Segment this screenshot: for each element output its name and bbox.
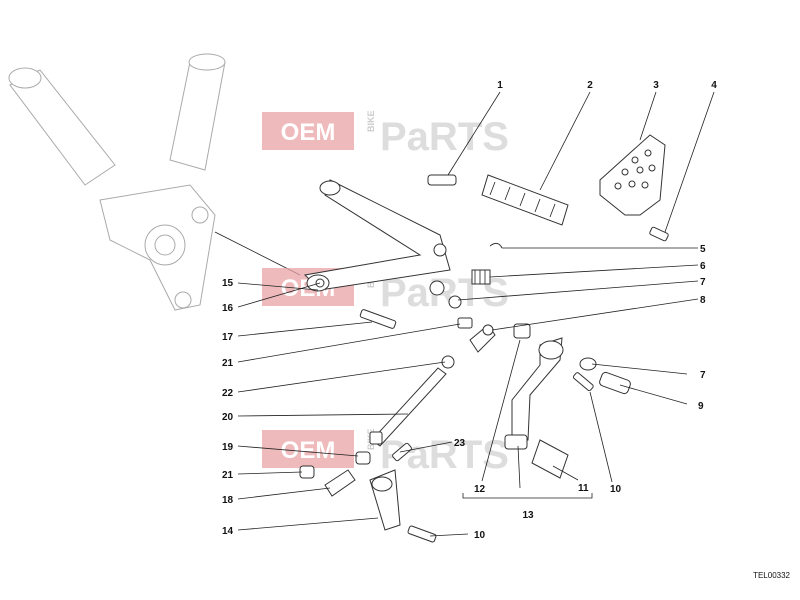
callout-18: 18 [222,495,234,506]
o-ring [579,357,597,371]
footpeg-rubber [481,174,569,226]
callout-22: 22 [222,388,234,399]
drawing-code: TEL00332 [753,571,790,580]
callout-9: 9 [698,401,704,412]
pin [427,174,457,186]
pedal-rubber [531,439,569,479]
callout-7: 7 [700,370,706,381]
callout-2: 2 [587,80,593,91]
callout-5: 5 [700,244,706,255]
callout-10: 10 [474,530,486,541]
callout-14: 14 [222,526,234,537]
callout-labels: 1 2 3 4 5 6 7 8 7 9 10 11 12 13 14 15 16… [222,80,717,541]
callout-6: 6 [700,261,706,272]
leader-lines [237,91,715,537]
callout-20: 20 [222,412,234,423]
callout-15: 15 [222,278,234,289]
pivot-pin [599,371,631,395]
callout-23: 23 [454,438,466,449]
callout-1: 1 [497,80,503,91]
nut-lower [355,451,371,465]
svg-text:BIKE: BIKE [366,110,376,132]
screw [649,226,669,242]
callout-8: 8 [700,295,706,306]
callout-16: 16 [222,303,234,314]
frame-ghost [8,53,301,311]
parts [299,134,669,543]
nut [457,317,473,329]
svg-text:OEM: OEM [281,119,336,146]
footpeg-bracket [303,179,451,291]
rod-end-lower [324,469,356,497]
callout-4: 4 [711,80,717,91]
callout-19: 19 [222,442,234,453]
callout-3: 3 [653,80,659,91]
callout-10: 10 [610,484,622,495]
watermark-top: OEM BIKE PaRTS [262,110,509,159]
callout-13: 13 [522,510,534,521]
callout-21: 21 [222,470,234,481]
callout-11: 11 [578,483,589,494]
circlip [489,242,503,249]
callout-7: 7 [700,277,706,288]
washer [429,280,445,296]
svg-text:PaRTS: PaRTS [380,115,509,159]
callout-12: 12 [474,484,486,495]
callout-21: 21 [222,358,234,369]
callout-17: 17 [222,332,234,343]
bolt [359,309,397,329]
heel-plate [599,134,666,216]
bushing [513,323,531,339]
